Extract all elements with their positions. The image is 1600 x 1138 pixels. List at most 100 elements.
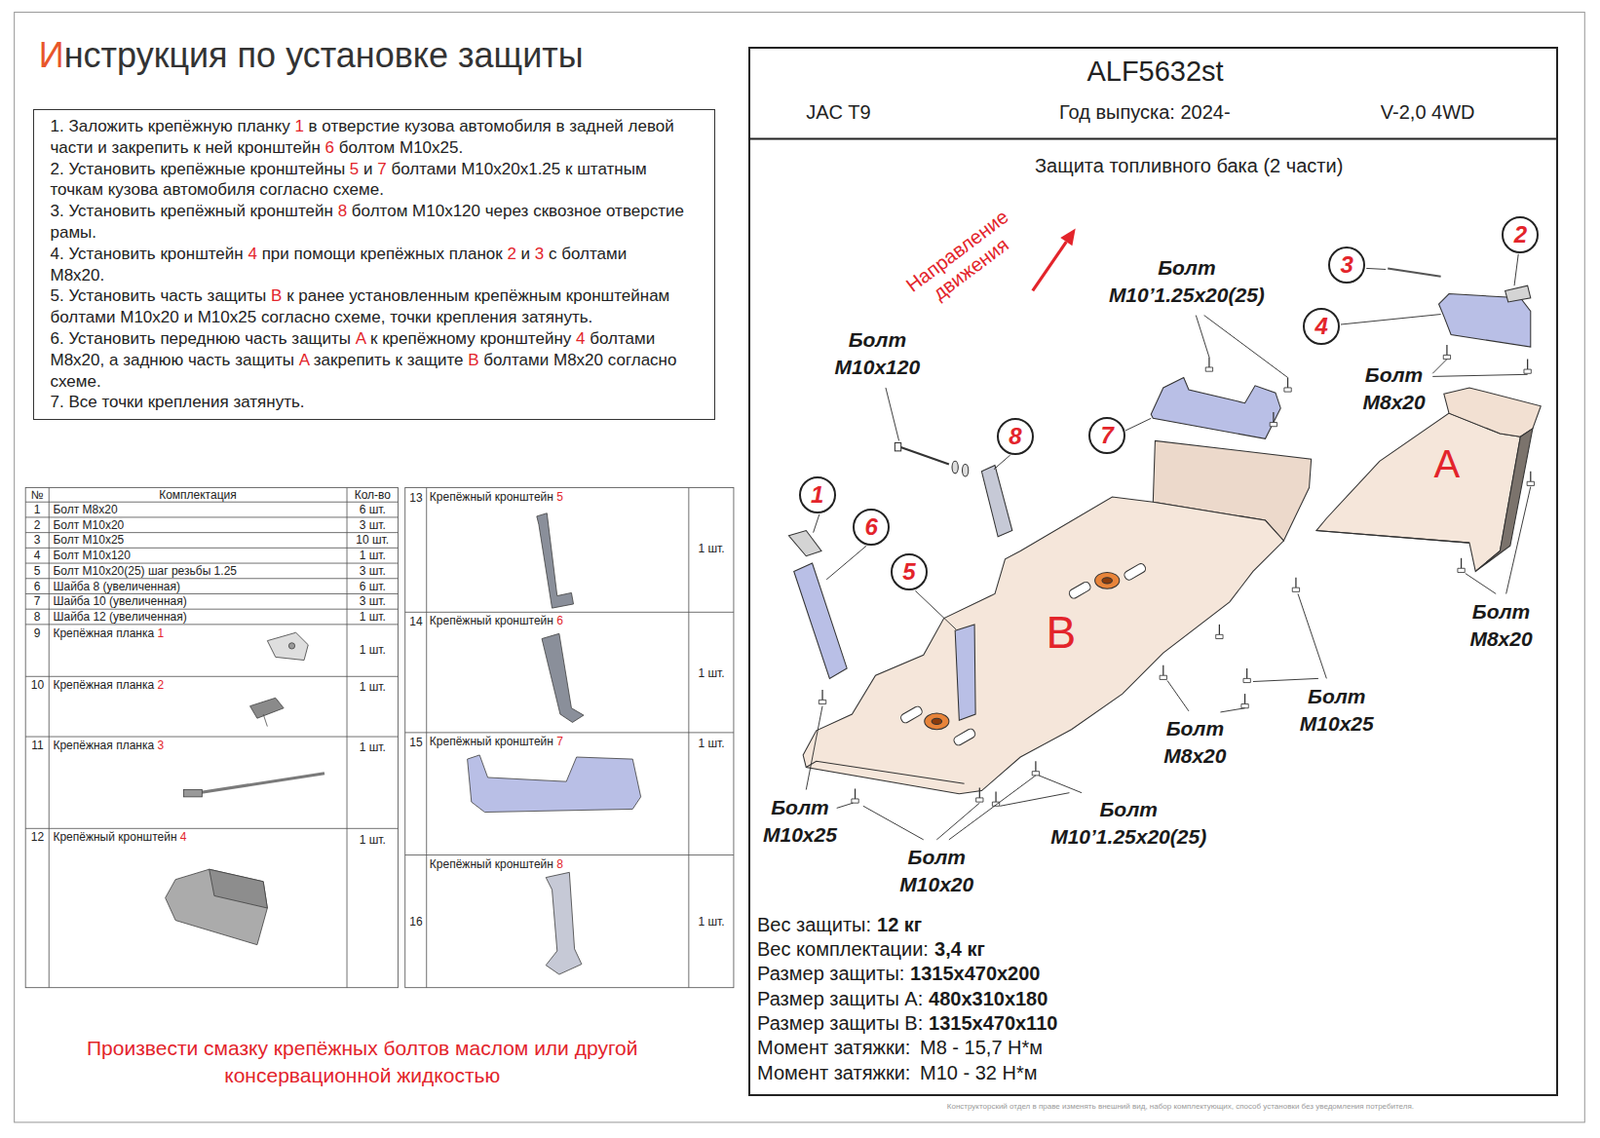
table-line (25, 577, 398, 579)
table-cell: 1 шт. (359, 643, 386, 657)
text-run (386, 159, 392, 179)
text-run (462, 350, 468, 370)
text-run (202, 286, 208, 305)
table-line (25, 609, 398, 610)
text-run: кронштейнам (566, 286, 670, 305)
text-run (571, 159, 577, 179)
text-run: 5 (349, 159, 359, 179)
spec-value: M10 - 32 Н*м (919, 1061, 1037, 1085)
spec-label: Вес комплектации: (757, 937, 929, 961)
washer (952, 460, 958, 474)
text-run: к (370, 329, 378, 348)
text-run (330, 307, 336, 327)
text-run: переднюю (159, 329, 240, 348)
text-run (603, 350, 609, 370)
text-run (480, 201, 486, 221)
table-cell: 1 шт. (697, 541, 724, 556)
table-line (25, 547, 398, 549)
table-line (687, 488, 689, 989)
text-run: M10x20 (119, 307, 179, 327)
bracket-5 (954, 624, 976, 721)
text-run: кронштейну (479, 329, 572, 348)
text-run: B (467, 350, 479, 370)
bolt-label: Болт M10x120 (835, 326, 921, 381)
text-run: 3 (156, 738, 164, 753)
text-run: крепления (435, 307, 517, 327)
table-cell: 11 (31, 738, 43, 753)
table-cell: 14 (409, 614, 422, 629)
text-run (245, 201, 251, 221)
text-run (328, 180, 334, 199)
text-run (402, 350, 408, 370)
text-run (491, 734, 495, 749)
text-run (228, 392, 234, 412)
text-run: сквозное (533, 201, 602, 221)
leader-line (1219, 708, 1245, 713)
vehicle-model: JAC T9 (805, 100, 871, 124)
text-run (553, 734, 557, 749)
leader-line (1195, 315, 1210, 358)
callout-number: 6 (865, 515, 878, 539)
text-run (189, 138, 194, 157)
text-run: части (50, 138, 94, 157)
drawing-frame: ALF5632stJAC T9Год выпуска: 2024-V-2,0 4… (750, 48, 1557, 1094)
table-cell: Крепёжный кронштейн 4 (52, 830, 187, 844)
text-run: кронштейн (495, 734, 554, 749)
text-run: защите (407, 350, 464, 370)
spec-label: Вес защиты: (757, 913, 872, 937)
callout-number: 7 (1101, 423, 1114, 448)
text-run: левой (628, 116, 675, 136)
text-run: Заложить (68, 116, 144, 136)
text-run: A (299, 350, 309, 370)
bracket-image (541, 633, 584, 723)
callout-circle: 8 (996, 418, 1034, 456)
text-run (491, 613, 495, 628)
slot (899, 705, 924, 725)
text-run: 2. (50, 159, 65, 179)
text-run: а (109, 350, 118, 370)
text-run (365, 329, 371, 348)
text-run: автомобиля (458, 116, 552, 136)
text-run: крепёжный (159, 201, 245, 221)
bolt-icon (1443, 344, 1450, 360)
text-run: часть (188, 350, 230, 370)
text-run: планку (237, 116, 291, 136)
text-run (179, 307, 185, 327)
text-run (155, 329, 161, 348)
bolt-icon (1159, 665, 1167, 681)
leader-line (1366, 267, 1386, 269)
header-divider (750, 137, 1557, 140)
text-run: задней (569, 116, 624, 136)
bolt-icon (1526, 471, 1534, 487)
bracket-face (209, 869, 268, 909)
plate-a-top (1444, 387, 1541, 437)
table-cell: Шайба 12 (увеличенная) (52, 609, 187, 624)
text-run (444, 244, 450, 264)
bolt-icon (976, 787, 984, 802)
text-run: и (521, 244, 532, 264)
text-run: защиты (234, 350, 295, 370)
text-run: затянуть. (521, 307, 593, 327)
plate-2 (1505, 285, 1531, 303)
text-run: M10x25 (197, 307, 257, 327)
text-run (431, 307, 437, 327)
spec-label: Момент затяжки: (757, 1061, 911, 1085)
text-run: Крепёжная (52, 626, 113, 641)
text-run: 6 (556, 613, 564, 628)
text-run: 4 (180, 830, 188, 844)
table-cell: Болт M10x120 (52, 548, 130, 563)
table-cell: Шайба 10 (увеличенная) (52, 594, 187, 609)
text-run (553, 613, 557, 628)
text-run: 1 (156, 626, 164, 641)
leader-line (999, 793, 1069, 807)
text-run: M8x20. (50, 266, 106, 285)
text-run: болтами (390, 159, 457, 179)
text-run: планка (115, 678, 154, 692)
text-run: 7 (377, 159, 386, 179)
text-run: крепёжным (473, 286, 562, 305)
bolt-icon (1243, 668, 1251, 684)
bolt-label: Болт M8x20 (1362, 361, 1425, 417)
text-run (502, 244, 508, 264)
text-run (155, 244, 161, 264)
text-run (64, 329, 70, 348)
